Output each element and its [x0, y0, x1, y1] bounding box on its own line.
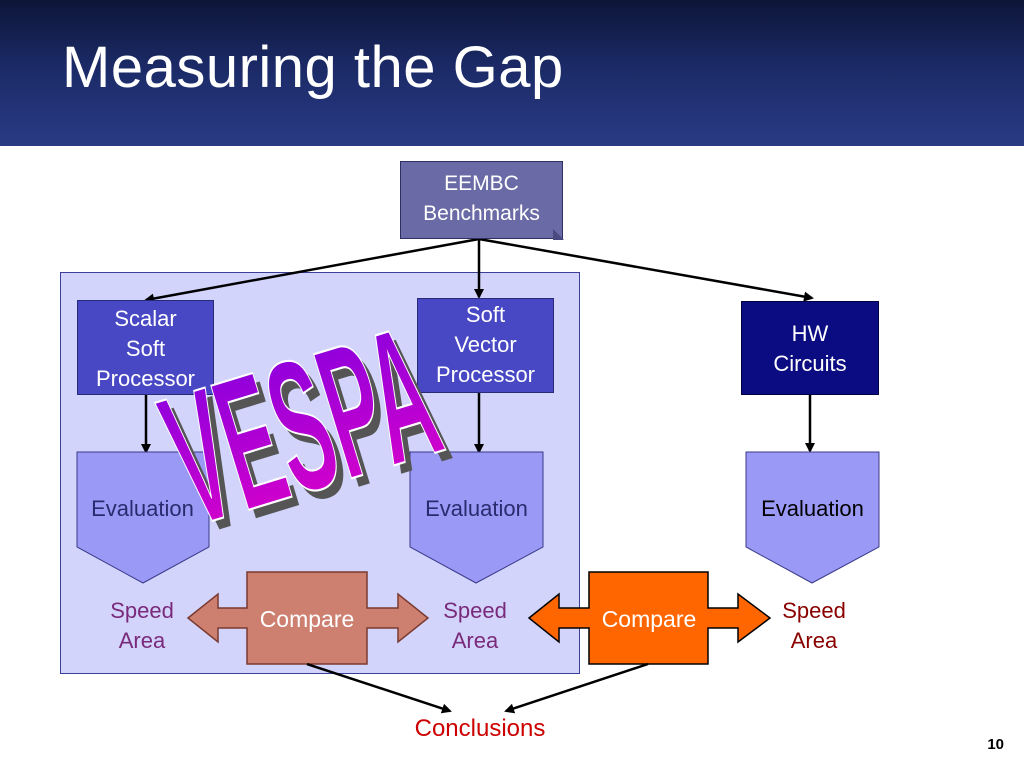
eembc-benchmarks-box: EEMBC Benchmarks — [400, 161, 564, 240]
evaluation-label-right: Evaluation — [761, 496, 864, 521]
svp-label-line2: Vector — [454, 332, 517, 357]
compare-label-right: Compare — [601, 606, 697, 632]
speed-area-left: Speed Area — [90, 596, 194, 656]
svp-label-line1: Soft — [465, 302, 506, 327]
evaluation-label-mid: Evaluation — [425, 496, 528, 521]
soft-vector-processor-box: Soft Vector Processor — [417, 298, 554, 393]
evaluation-shape-left — [76, 451, 210, 584]
eembc-label-line2: Benchmarks — [423, 202, 540, 225]
speed-label: Speed — [110, 598, 174, 623]
hw-circuits-box: HW Circuits — [741, 301, 879, 395]
scalar-soft-processor-box: Scalar Soft Processor — [77, 300, 214, 395]
evaluation-shape-mid — [409, 451, 544, 584]
arrow-eembc-to-scalar — [144, 237, 480, 304]
hw-label-line2: Circuits — [773, 351, 847, 376]
hw-label-line1: HW — [791, 321, 829, 346]
page-number: 10 — [987, 736, 1004, 753]
slide-title: Measuring the Gap — [62, 35, 564, 100]
svp-label-line3: Processor — [435, 362, 536, 387]
compare-label-left: Compare — [259, 606, 355, 632]
scalar-label-line2: Soft — [125, 336, 166, 361]
speed-area-mid: Speed Area — [423, 596, 527, 656]
area-label: Area — [118, 628, 166, 653]
arrow-compare-left-to-conclusions — [306, 662, 452, 714]
area-label: Area — [451, 628, 499, 653]
speed-label: Speed — [782, 598, 846, 623]
conclusions-label: Conclusions — [414, 715, 546, 742]
speed-label: Speed — [443, 598, 507, 623]
evaluation-label-left: Evaluation — [91, 496, 194, 521]
scalar-label-line3: Processor — [95, 366, 196, 391]
title-bar — [0, 0, 1024, 146]
folded-corner — [553, 229, 564, 240]
speed-area-right: Speed Area — [762, 596, 866, 656]
eembc-label-line1: EEMBC — [444, 172, 519, 195]
evaluation-shape-right — [745, 451, 880, 584]
arrow-eembc-to-hw — [478, 237, 814, 302]
area-label: Area — [790, 628, 838, 653]
compare-shape-left — [186, 571, 430, 665]
scalar-label-line1: Scalar — [114, 306, 177, 331]
arrow-compare-right-to-conclusions — [504, 662, 649, 714]
compare-shape-right — [527, 571, 772, 665]
